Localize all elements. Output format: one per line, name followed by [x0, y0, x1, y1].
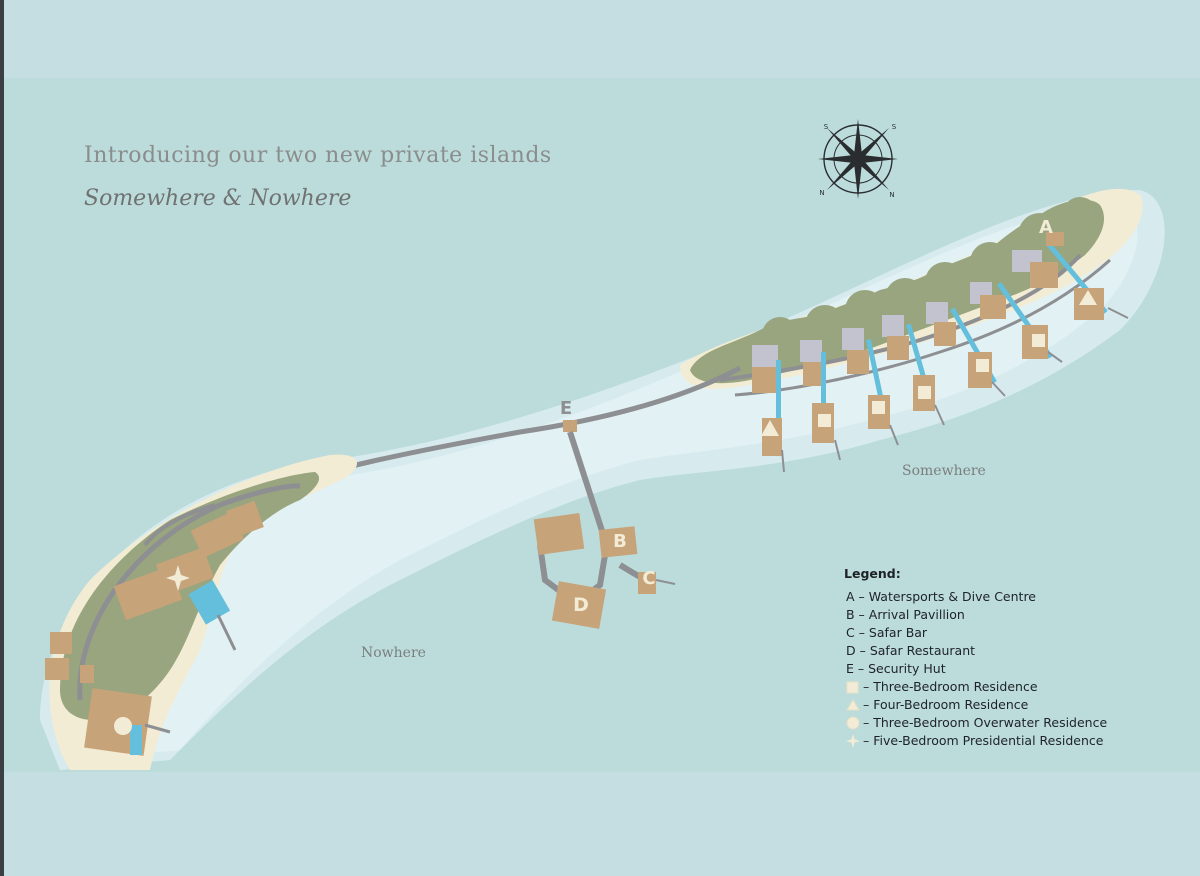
overwater-residence-marker — [114, 717, 132, 735]
marker-b: B — [613, 531, 627, 552]
legend-item: – Four-Bedroom Residence — [844, 696, 1107, 714]
three-bedroom-marker — [872, 401, 885, 414]
page-title: Introducing our two new private islands — [84, 143, 552, 168]
legend-item: A – Watersports & Dive Centre — [844, 588, 1107, 606]
somewhere-residence-markers — [761, 290, 1097, 436]
compass-rose-icon: S S N N — [818, 119, 898, 199]
marker-a: A — [1039, 217, 1053, 238]
island-label-nowhere: Nowhere — [361, 645, 426, 661]
legend-label: – Three-Bedroom Residence — [863, 679, 1038, 694]
left-edge-strip — [0, 0, 4, 876]
legend-label: A – Watersports & Dive Centre — [846, 589, 1036, 604]
presidential-residence-marker — [166, 565, 190, 591]
somewhere-island — [680, 188, 1143, 473]
nowhere-island — [45, 454, 358, 770]
three-bedroom-marker — [918, 386, 931, 399]
marker-d: D — [573, 594, 589, 616]
compass-letter: S — [892, 123, 897, 131]
four-bedroom-marker — [761, 420, 779, 436]
star-icon — [846, 734, 860, 748]
legend-label: – Three-Bedroom Overwater Residence — [863, 715, 1108, 730]
legend-label: C – Safar Bar — [846, 625, 928, 640]
legend-item: – Three-Bedroom Residence — [844, 678, 1107, 696]
legend-item: – Three-Bedroom Overwater Residence — [844, 714, 1107, 732]
legend-label: D – Safar Restaurant — [846, 643, 976, 658]
facility-letter-markers: A B C D E — [560, 217, 1053, 616]
circle-icon — [846, 716, 860, 730]
legend-label: – Four-Bedroom Residence — [863, 697, 1029, 712]
three-bedroom-marker — [976, 359, 989, 372]
compass-letter: S — [824, 123, 829, 131]
compass-letter: N — [819, 189, 824, 197]
compass-letter: N — [889, 191, 894, 199]
legend-item: B – Arrival Pavillion — [844, 606, 1107, 624]
three-bedroom-marker — [818, 414, 831, 427]
legend-label: E – Security Hut — [846, 661, 946, 676]
legend-label: – Five-Bedroom Presidential Residence — [863, 733, 1104, 748]
square-icon — [846, 681, 859, 694]
three-bedroom-marker — [1032, 334, 1045, 347]
central-facilities — [533, 420, 676, 629]
island-label-somewhere: Somewhere — [902, 463, 986, 479]
triangle-icon — [846, 699, 860, 711]
four-bedroom-marker — [1079, 290, 1097, 305]
legend-item: D – Safar Restaurant — [844, 642, 1107, 660]
marker-c: C — [642, 568, 655, 589]
legend: Legend: A – Watersports & Dive Centre B … — [844, 566, 1107, 750]
legend-item: E – Security Hut — [844, 660, 1107, 678]
legend-item: C – Safar Bar — [844, 624, 1107, 642]
legend-label: B – Arrival Pavillion — [846, 607, 965, 622]
page-subtitle: Somewhere & Nowhere — [84, 186, 352, 211]
legend-title: Legend: — [844, 566, 901, 581]
legend-item: – Five-Bedroom Presidential Residence — [844, 732, 1107, 750]
marker-e: E — [560, 398, 572, 419]
